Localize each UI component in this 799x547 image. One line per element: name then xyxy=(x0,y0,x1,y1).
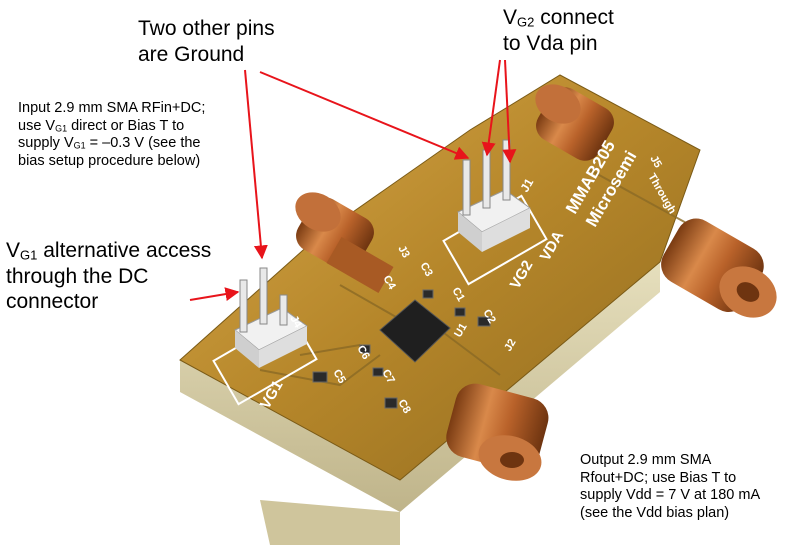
output-note: Output 2.9 mm SMA Rfout+DC; use Bias T t… xyxy=(580,452,760,523)
input-note-line1: Input 2.9 mm SMA RFin+DC; xyxy=(18,100,206,116)
output-note-line4: (see the Vdd bias plan) xyxy=(580,505,730,522)
input-note-line4: bias setup procedure below) xyxy=(18,153,201,170)
label-j6: J6 xyxy=(712,204,729,221)
ground-note-line2: are Ground xyxy=(138,42,245,66)
arrow-vg2-to-pin2 xyxy=(502,59,517,164)
vg1-note: VG1 alternative access through the DC co… xyxy=(6,238,211,315)
arrow-ground-to-j1-pin xyxy=(259,71,470,160)
sma-connector-j3 xyxy=(295,192,394,293)
ground-note: Two other pins are Ground xyxy=(138,16,275,67)
label-j2: J2 xyxy=(502,337,519,354)
annotation-arrows xyxy=(189,59,517,301)
input-note-line3: supply VG1 = –0.3 V (see the xyxy=(18,135,201,152)
arrow-vg1-to-j4 xyxy=(189,287,240,301)
output-note-line1: Output 2.9 mm SMA xyxy=(580,452,712,468)
arrow-ground-to-j4-pin xyxy=(244,69,268,260)
vg1-note-line2: through the DC xyxy=(6,264,149,288)
board-side xyxy=(180,262,660,545)
ground-note-line1: Two other pins xyxy=(138,17,275,40)
sma-connector-p1 xyxy=(535,84,614,161)
mmic-chip-u1 xyxy=(379,299,451,363)
pin-header-j1 xyxy=(457,139,531,252)
vg1-note-line1: VG1 alternative access xyxy=(6,239,212,263)
input-note: Input 2.9 mm SMA RFin+DC; use VG1 direct… xyxy=(18,100,205,171)
vg2-note-line1: VG2 connect xyxy=(503,6,614,30)
input-note-line2: use VG1 direct or Bias T to xyxy=(18,117,185,134)
label-p1: P1 xyxy=(646,100,668,121)
vg2-note: VG2 connect to Vda pin xyxy=(503,5,614,56)
rf-traces xyxy=(259,169,691,387)
vg1-note-line3: connector xyxy=(6,290,99,314)
sma-connector-j2 xyxy=(446,383,549,481)
vg2-note-line2: to Vda pin xyxy=(503,31,598,55)
output-note-line3: supply Vdd = 7 V at 180 mA xyxy=(580,487,761,504)
label-j1: J1 xyxy=(517,176,536,195)
capacitors xyxy=(312,289,491,409)
arrow-vg2-to-pin1 xyxy=(481,59,501,157)
label-j3: J3 xyxy=(395,244,412,261)
sma-connector-j6 xyxy=(661,218,777,318)
label-j5: J5 xyxy=(647,154,664,171)
pin-header-j4 xyxy=(234,267,308,368)
output-note-line2: Rfout+DC; use Bias T to xyxy=(580,469,737,486)
